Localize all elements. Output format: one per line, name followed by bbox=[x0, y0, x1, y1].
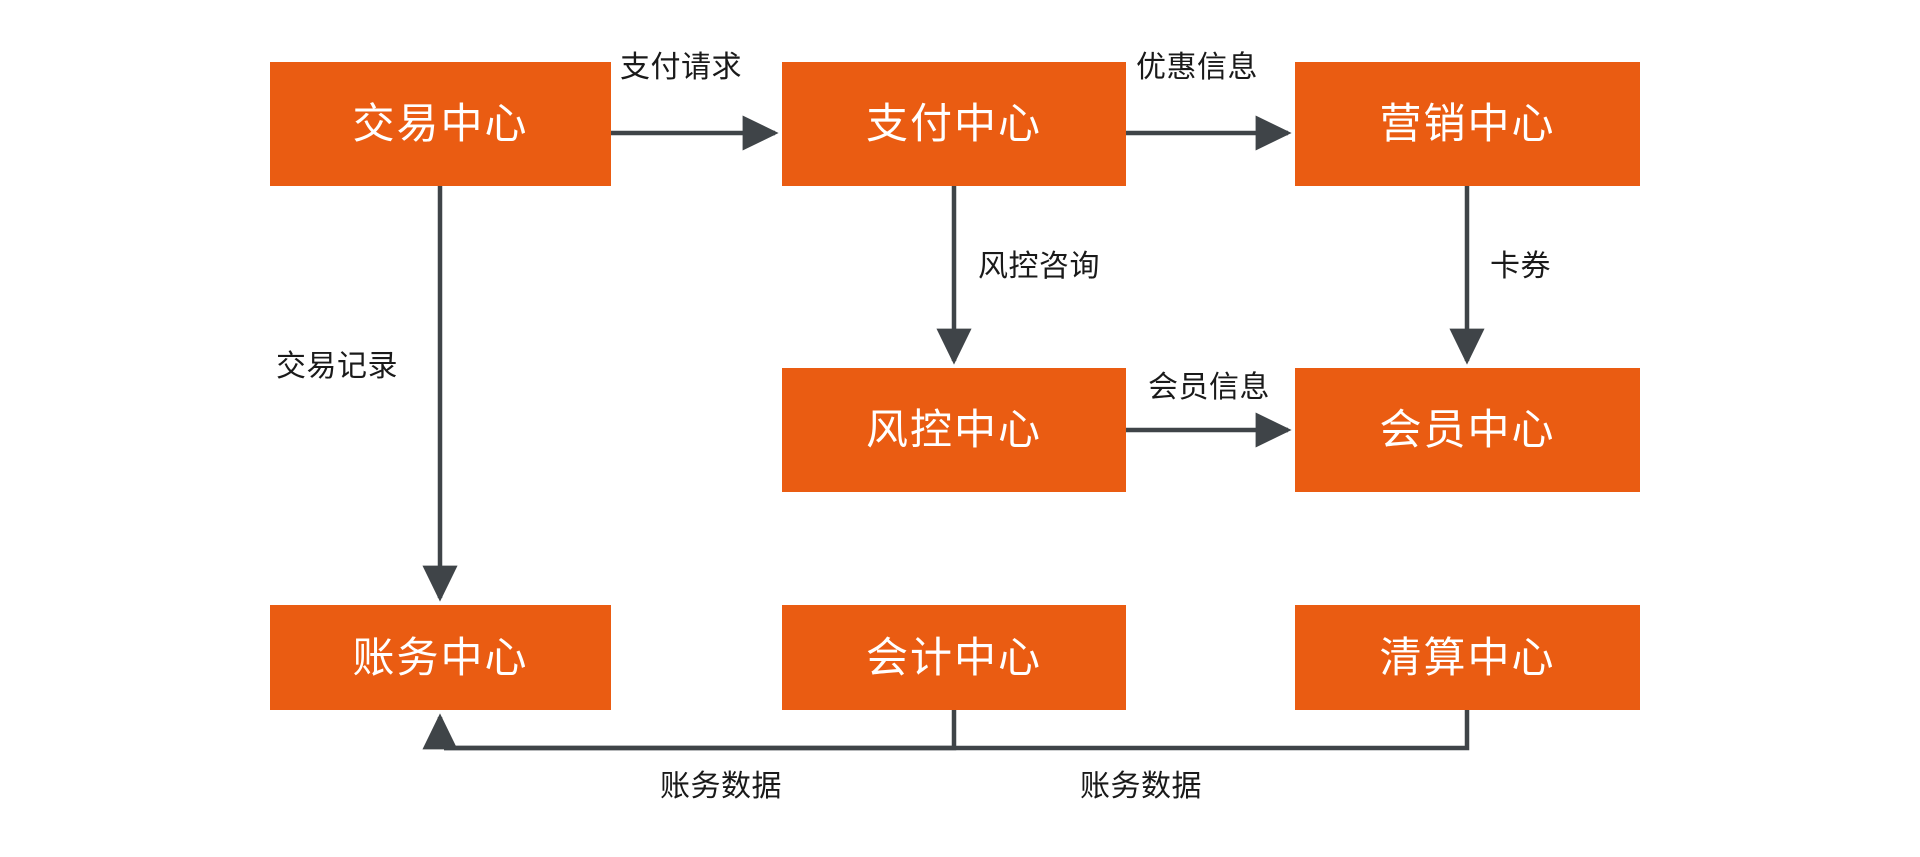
node-risk-control-center-label: 风控中心 bbox=[865, 406, 1042, 453]
node-marketing-center-label: 营销中心 bbox=[1379, 100, 1556, 147]
node-marketing-center[interactable]: 营销中心 bbox=[1295, 62, 1640, 186]
node-member-center-label: 会员中心 bbox=[1379, 406, 1556, 453]
edge-label-card-coupon: 卡券 bbox=[1490, 250, 1551, 283]
edge-label-trade-record: 交易记录 bbox=[276, 350, 398, 383]
node-risk-control-center[interactable]: 风控中心 bbox=[782, 368, 1126, 492]
edge-acct-data-1 bbox=[444, 710, 957, 751]
node-ledger-center[interactable]: 会计中心 bbox=[782, 605, 1126, 710]
edge-label-member-info: 会员信息 bbox=[1148, 371, 1270, 404]
edge-label-risk-consult: 风控咨询 bbox=[978, 250, 1100, 283]
edge-label-acct-data-2: 账务数据 bbox=[1080, 770, 1202, 803]
node-accounting-center-label: 账务中心 bbox=[352, 633, 529, 681]
node-member-center[interactable]: 会员中心 bbox=[1295, 368, 1640, 492]
edge-label-acct-data-1: 账务数据 bbox=[660, 770, 782, 803]
node-trade-center-label: 交易中心 bbox=[352, 100, 529, 147]
node-payment-center[interactable]: 支付中心 bbox=[782, 62, 1126, 186]
edge-acct-data-2 bbox=[444, 710, 1470, 751]
node-payment-center-label: 支付中心 bbox=[865, 100, 1042, 147]
edge-label-pay-request: 支付请求 bbox=[620, 51, 742, 84]
node-accounting-center[interactable]: 账务中心 bbox=[270, 605, 611, 710]
node-settlement-center-label: 清算中心 bbox=[1379, 633, 1556, 681]
node-trade-center[interactable]: 交易中心 bbox=[270, 62, 611, 186]
node-settlement-center[interactable]: 清算中心 bbox=[1295, 605, 1640, 710]
node-ledger-center-label: 会计中心 bbox=[865, 633, 1042, 681]
edge-label-promo-info: 优惠信息 bbox=[1136, 51, 1258, 84]
